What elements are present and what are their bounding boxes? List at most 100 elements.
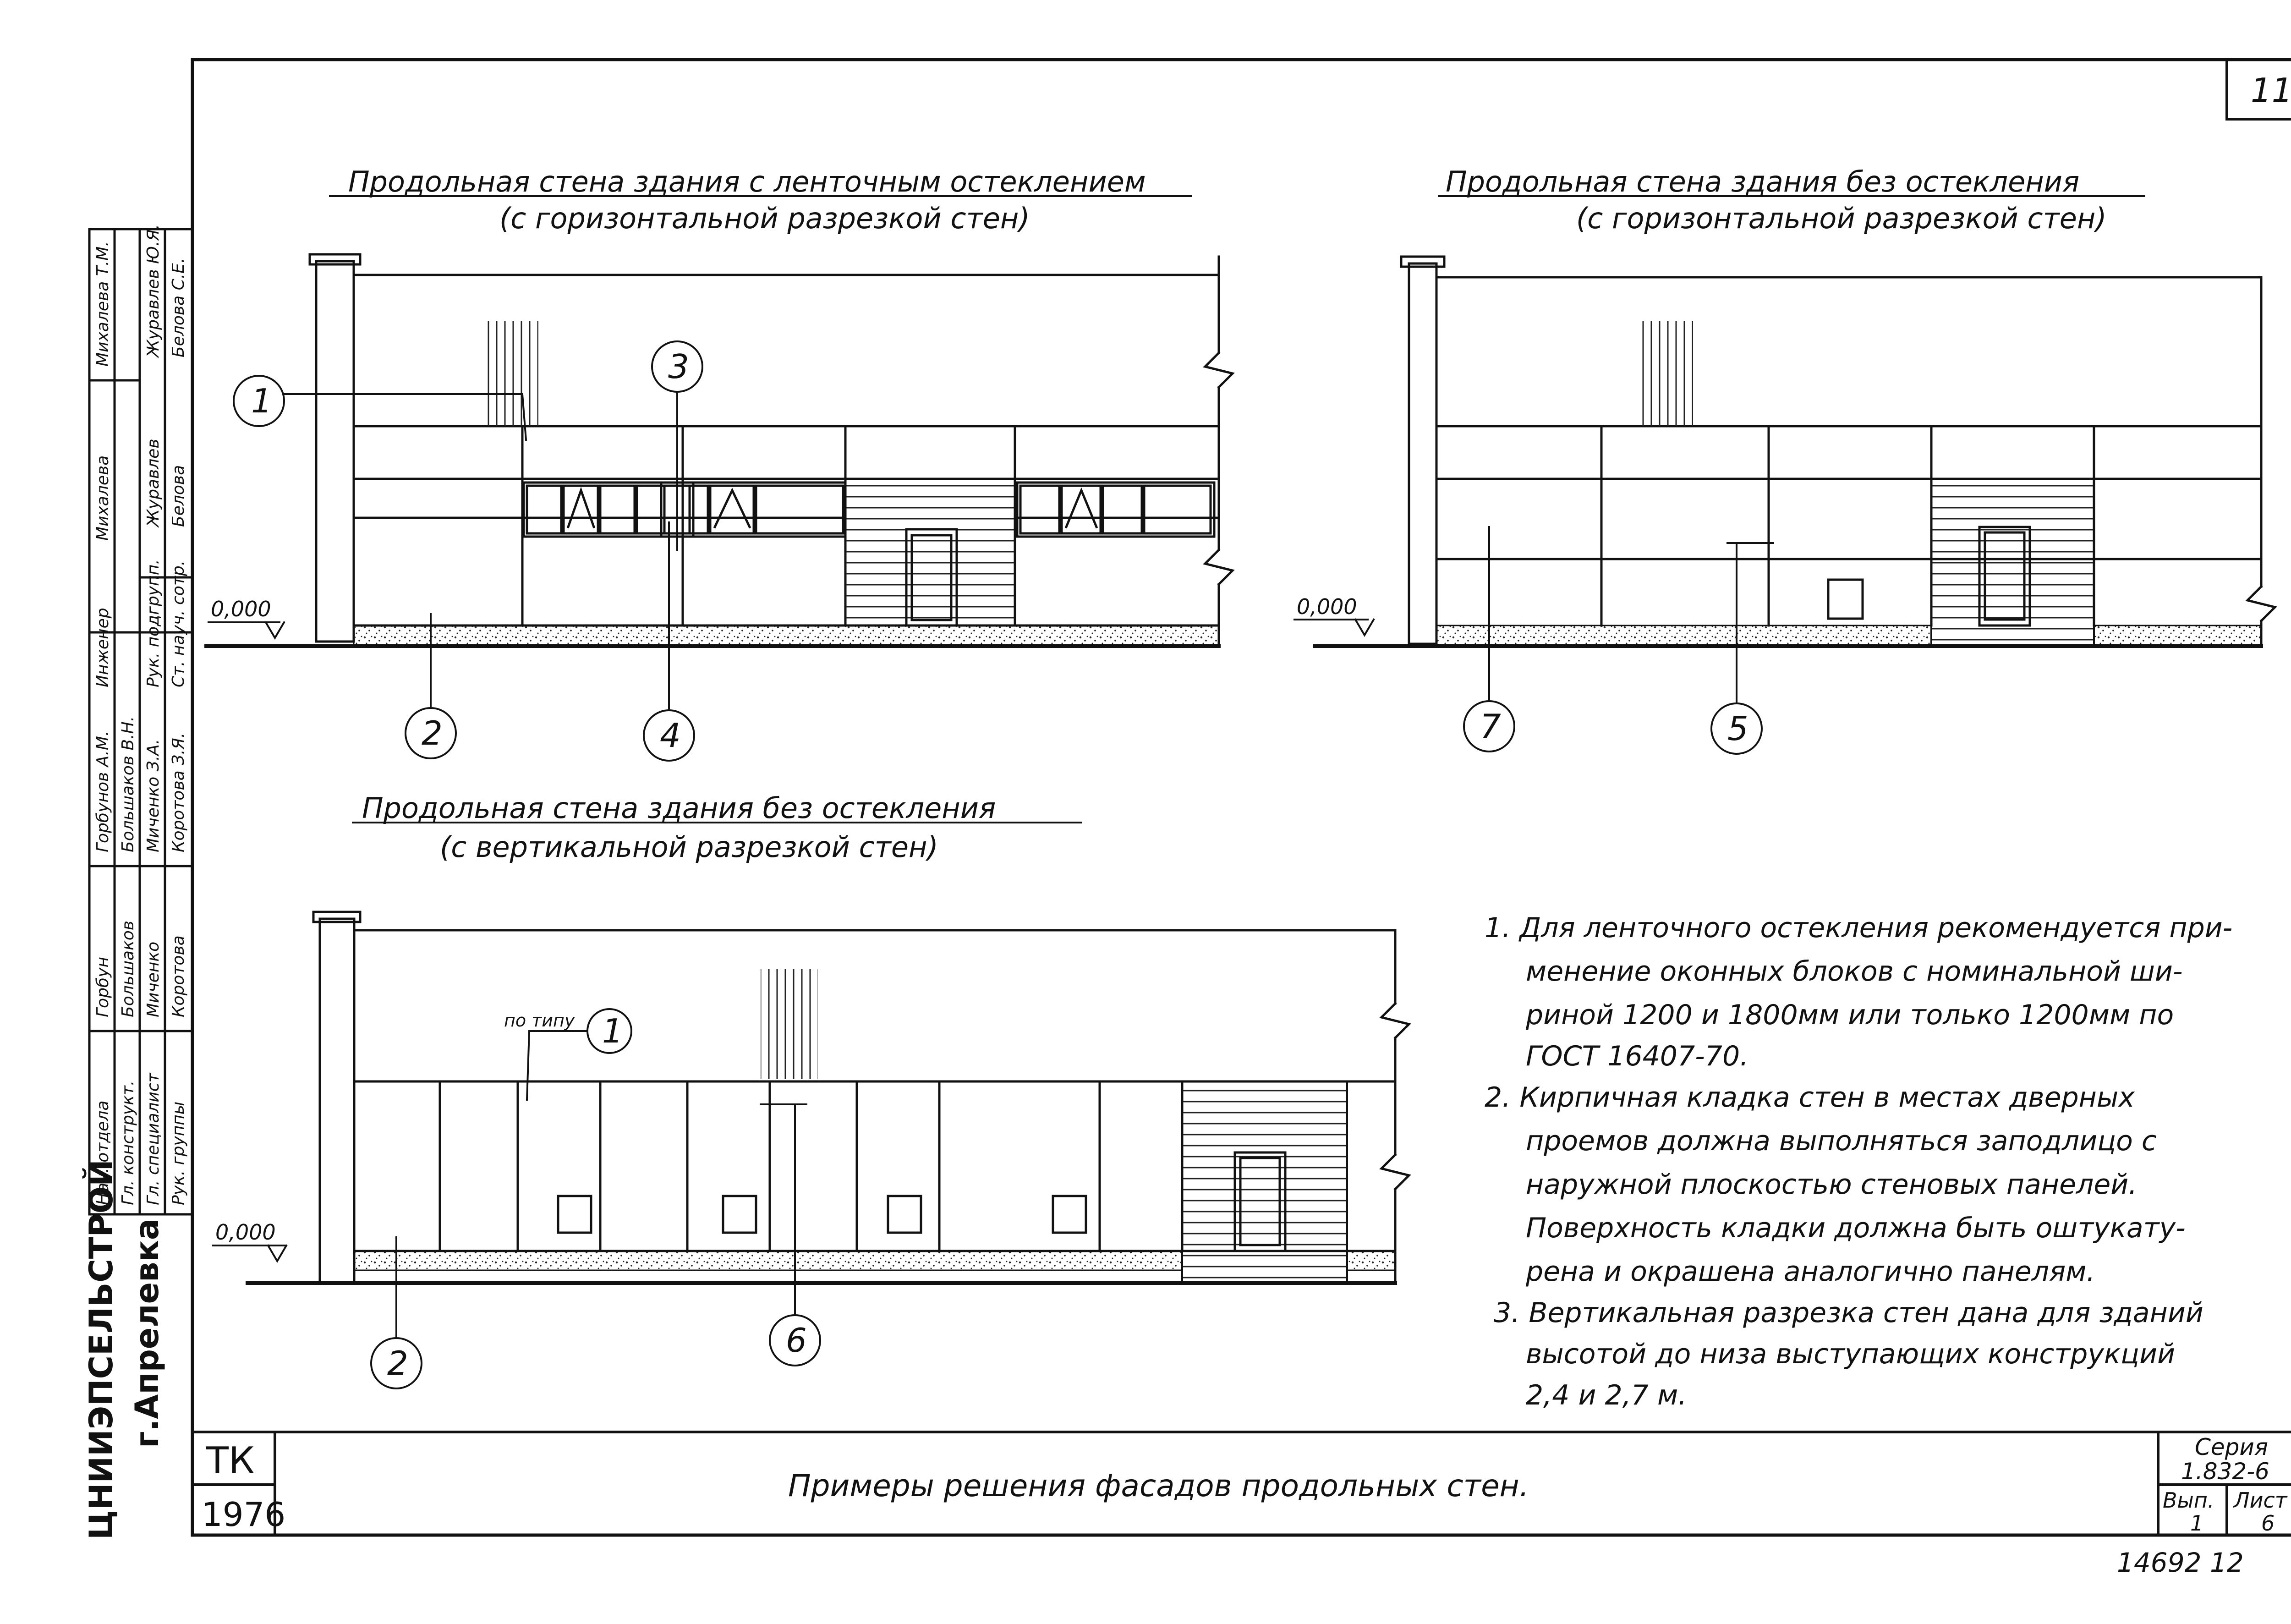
- staff-signature: Коротова: [169, 935, 188, 1017]
- staff-role: Рук. группы: [169, 1102, 188, 1205]
- notes: 1. Для ленточного остекления рекомендует…: [1485, 912, 2232, 1411]
- staff-role: Рук. подгрупп.: [144, 559, 163, 687]
- plinth-strip: [2093, 625, 2262, 646]
- plinth-strip: [353, 1250, 1183, 1271]
- note-line: 2. Кирпичная кладка стен в местах дверны…: [1485, 1081, 2135, 1114]
- callout-1: 1 по типу: [504, 1008, 632, 1101]
- archive-number: 14692 12: [2117, 1547, 2244, 1578]
- drawing-subtitle: (с вертикальной разрезкой стен): [440, 830, 938, 864]
- project-year: 1976: [202, 1495, 285, 1534]
- wall-outline: [1313, 255, 2277, 648]
- door: [1978, 526, 2031, 627]
- drawing-bottom: Продольная стена здания без остекления (…: [212, 791, 1411, 1389]
- drawing-top-right: Продольная стена здания без остекления (…: [1293, 165, 2277, 755]
- sheet-value: 6: [2261, 1511, 2275, 1536]
- project-code: ТК: [206, 1439, 255, 1482]
- note-line: высотой до низа выступающих конструкций: [1526, 1338, 2175, 1370]
- drawing-subtitle: (с горизонтальной разрезкой стен): [1576, 202, 2107, 235]
- brick-infill: [1181, 1081, 1348, 1284]
- corrugated-sheet: [481, 321, 538, 426]
- staff-signature: Миченко: [144, 942, 163, 1017]
- svg-text:1: 1: [602, 1012, 623, 1050]
- corrugated-sheet: [1636, 321, 1693, 426]
- staff-role: Гл. специалист: [144, 1072, 163, 1205]
- drawing-title: Продольная стена здания с ленточным осте…: [348, 165, 1146, 198]
- level-mark: 0,000: [1293, 594, 1375, 637]
- callout-6: 6: [760, 1103, 821, 1366]
- staff-name: Миченко З.А.: [144, 739, 163, 852]
- sheet-label: Лист: [2233, 1488, 2288, 1513]
- svg-text:0,000: 0,000: [215, 1220, 276, 1245]
- svg-text:3: 3: [668, 347, 689, 386]
- ribbon-windows: [522, 481, 1216, 538]
- city-name: г.Апрелевка: [128, 1218, 166, 1448]
- note-line: 1. Для ленточного остекления рекомендует…: [1485, 912, 2232, 944]
- note-line: менение оконных блоков с номинальной ши-: [1526, 955, 2183, 988]
- staff-name: Большаков В.Н.: [119, 716, 137, 852]
- note-line: риной 1200 и 1800мм или только 1200мм по: [1525, 999, 2174, 1031]
- callout-3: 3: [651, 340, 703, 551]
- brick-infill: [844, 478, 1016, 626]
- staff-signature: Горбун: [93, 957, 112, 1017]
- callout-5: 5: [1710, 542, 1774, 755]
- small-opening: [1827, 578, 1864, 620]
- svg-text:4: 4: [660, 716, 681, 755]
- callout-2: 2: [405, 613, 457, 759]
- note-line: наружной плоскостью стеновых панелей.: [1526, 1169, 2137, 1201]
- brick-infill: [1930, 478, 2095, 647]
- note-line: Поверхность кладки должна быть оштукату-: [1526, 1212, 2186, 1244]
- wall-outline: [204, 253, 1235, 648]
- plinth-strip: [1346, 1250, 1396, 1271]
- callout-7: 7: [1463, 526, 1515, 752]
- note-line: 2,4 и 2,7 м.: [1526, 1379, 1687, 1411]
- staff-signature: Журавлев: [144, 439, 163, 528]
- sheet-number-box: 11: [2225, 58, 2291, 121]
- left-stamp: Нач. отдела Горбунов А.М. Горбун Гл. кон…: [82, 224, 194, 1540]
- svg-text:2: 2: [422, 714, 443, 752]
- sheet-frame: [191, 58, 2291, 1537]
- note-line: ГОСТ 16407-70.: [1526, 1040, 1748, 1072]
- svg-text:1: 1: [251, 382, 272, 420]
- svg-text:7: 7: [1480, 707, 1501, 746]
- svg-text:5: 5: [1727, 709, 1748, 748]
- svg-text:0,000: 0,000: [1297, 594, 1357, 619]
- staff-name: Коротова З.Я.: [169, 733, 188, 852]
- drawing-top-left: Продольная стена здания с ленточным осте…: [204, 165, 1235, 762]
- plinth-strip: [353, 625, 1220, 646]
- plinth-strip: [1436, 625, 1932, 646]
- level-mark: 0,000: [212, 1220, 288, 1263]
- series-label: Серия: [2195, 1434, 2268, 1460]
- staff-role: Нач. отдела: [93, 1101, 112, 1205]
- drawing-subtitle: (с горизонтальной разрезкой стен): [499, 202, 1030, 235]
- note-line: проемов должна выполняться заподлицо с: [1526, 1125, 2157, 1157]
- issue-label: Вып.: [2163, 1488, 2214, 1513]
- small-openings: [557, 1195, 1087, 1234]
- drawing-title: Продольная стена здания без остекления: [362, 791, 996, 825]
- level-mark: 0,000: [208, 597, 285, 640]
- staff-role: Инженер: [93, 608, 112, 687]
- organization-name: ЦНИИЭПСЕЛЬСТРОЙ: [82, 1159, 120, 1540]
- callout-4: 4: [643, 521, 695, 762]
- sheet-number: 11: [2251, 71, 2291, 110]
- title-block: ТК 1976 Примеры решения фасадов продольн…: [191, 1431, 2291, 1578]
- note-line: 3. Вертикальная разрезка стен дана для з…: [1494, 1297, 2203, 1329]
- staff-name: Горбунов А.М.: [93, 731, 112, 852]
- callout-1: 1: [233, 375, 527, 441]
- svg-text:0,000: 0,000: [211, 597, 271, 621]
- issue-value: 1: [2190, 1511, 2203, 1536]
- staff-role: Ст. науч. сотр.: [169, 560, 188, 687]
- staff-role: Гл. конструкт.: [119, 1081, 137, 1205]
- staff-name: Михалева Т.М.: [93, 241, 112, 367]
- door: [1233, 1151, 1287, 1252]
- callout-2: 2: [370, 1236, 422, 1389]
- svg-text:6: 6: [786, 1321, 807, 1360]
- staff-signature: Белова: [169, 465, 188, 527]
- series-value: 1.832-6: [2181, 1458, 2269, 1485]
- leader-label: по типу: [504, 1010, 575, 1031]
- corrugated-sheet: [761, 969, 818, 1079]
- note-line: рена и окрашена аналогично панелям.: [1525, 1256, 2095, 1288]
- staff-signature: Большаков: [119, 921, 137, 1017]
- staff-name: Белова С.Е.: [169, 258, 188, 357]
- drawing-title: Примеры решения фасадов продольных стен.: [788, 1468, 1529, 1503]
